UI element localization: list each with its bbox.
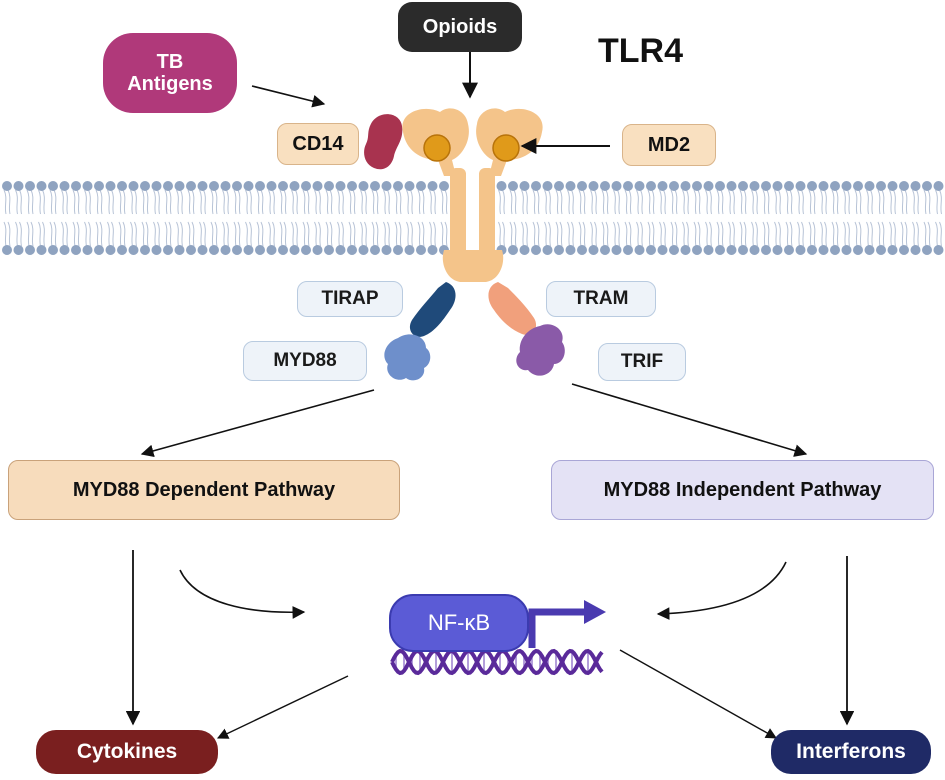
myd88-label: MYD88	[243, 341, 367, 381]
opioids-label: Opioids	[398, 2, 522, 52]
trif-protein-icon	[516, 324, 565, 376]
tirap-label: TIRAP	[297, 281, 403, 317]
cytokines-label: Cytokines	[36, 730, 218, 774]
cd14-label: CD14	[277, 123, 359, 165]
lipid-bilayer-membrane-icon	[2, 181, 944, 255]
diagram-title: TLR4	[598, 32, 683, 70]
tlr4-receptor-icon	[402, 108, 543, 282]
myd88-to-dependent-arrow	[140, 389, 375, 458]
tirap-protein-icon	[409, 282, 456, 337]
transcription-arrow-icon	[528, 600, 606, 648]
interferons-label: Interferons	[771, 730, 931, 774]
tram-protein-icon	[488, 282, 537, 335]
independent-to-nfkb-arrow	[656, 561, 787, 620]
myd88-dependent-pathway-box: MYD88 Dependent Pathway	[8, 460, 400, 520]
md2-label: MD2	[622, 124, 716, 166]
nfkb-to-cytokines-arrow	[216, 675, 349, 739]
myd88-protein-icon	[384, 334, 431, 381]
tb-antigens-label: TB Antigens	[103, 33, 237, 113]
ligand-ball-right-icon	[492, 134, 520, 162]
tram-label: TRAM	[546, 281, 656, 317]
trif-label: TRIF	[598, 343, 686, 381]
myd88-independent-pathway-box: MYD88 Independent Pathway	[551, 460, 934, 520]
tb-antigens-arrow	[251, 85, 326, 108]
trif-to-independent-arrow	[571, 383, 808, 457]
dependent-to-nfkb-arrow	[179, 569, 306, 619]
ligand-ball-left-icon	[423, 134, 451, 162]
cd14-protein-icon	[364, 114, 403, 170]
nfkb-to-interferons-arrow	[619, 649, 777, 739]
nfkb-label: NF-κB	[389, 594, 529, 652]
dna-helix-icon	[390, 648, 604, 676]
